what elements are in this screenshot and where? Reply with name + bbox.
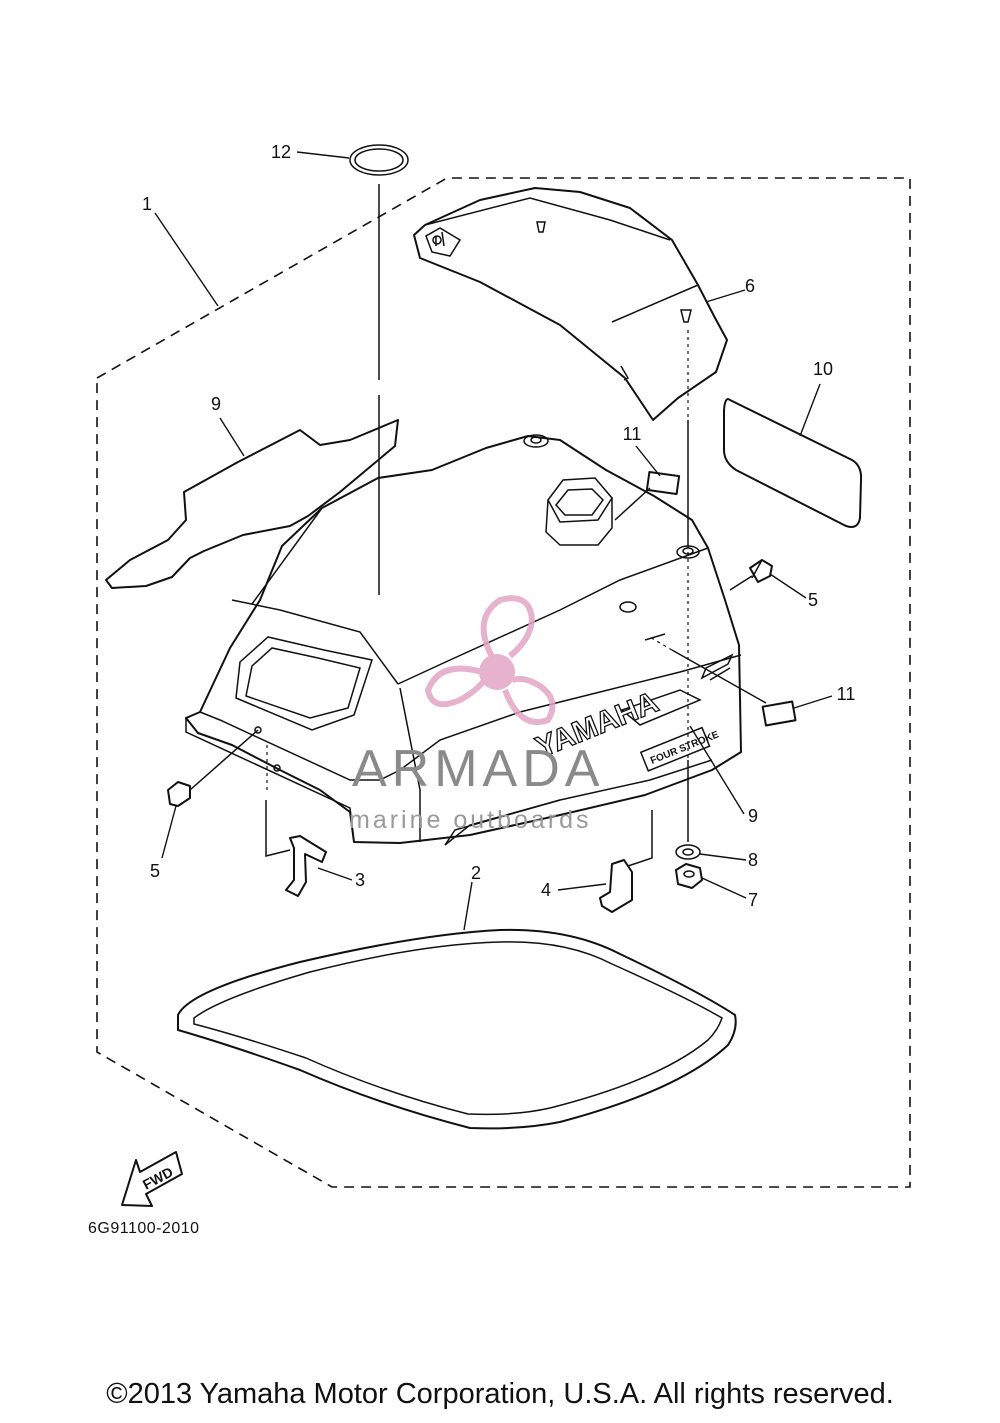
callout-3: 3	[355, 870, 365, 890]
leader-2	[463, 881, 473, 931]
assembly-line-bracket-4	[627, 810, 653, 867]
assembly-line-pad-lower-dotted	[647, 635, 673, 651]
leader-10	[799, 383, 821, 437]
watermark-sub: marine outboards	[349, 806, 592, 834]
callout-11: 11	[623, 424, 642, 444]
part-6-top-cover	[413, 187, 728, 421]
leader-8	[699, 853, 747, 861]
assembly-line-pad	[614, 487, 651, 521]
part-11-pad-upper	[645, 470, 681, 496]
assembly-line-bracket	[265, 800, 291, 857]
callout-12: 12	[271, 142, 291, 162]
part-12-seal-ring	[349, 144, 409, 176]
part-8-washer	[675, 844, 701, 860]
leader-6	[705, 289, 746, 303]
copyright-notice: ©2013 Yamaha Motor Corporation, U.S.A. A…	[106, 1378, 894, 1410]
leader-12	[296, 151, 350, 159]
callout-9: 9	[748, 806, 758, 826]
callout-5: 5	[808, 590, 818, 610]
leader-7	[701, 877, 747, 899]
leader-1	[154, 212, 219, 307]
part-2-bottom-seal	[177, 928, 737, 1130]
assembly-line-left	[189, 729, 259, 791]
part-10-decal	[723, 398, 863, 528]
diagram-code: 6G91100-2010	[88, 1220, 200, 1237]
leader-9-lower	[689, 725, 745, 815]
callout-9: 9	[211, 394, 221, 414]
assembly-line-pad-lower	[671, 649, 767, 704]
part-7-nut	[675, 863, 703, 889]
leader-11-lower	[793, 695, 833, 709]
callout-6: 6	[745, 276, 755, 296]
assembly-boundary	[96, 177, 911, 1188]
leader-9-upper	[219, 417, 245, 457]
propeller-logo-icon	[424, 595, 556, 725]
callout-2: 2	[471, 863, 481, 883]
watermark-main: ARMADA	[352, 740, 604, 798]
part-3-bracket	[285, 835, 327, 897]
callout-5: 5	[150, 861, 160, 881]
part-4-bracket	[599, 859, 633, 913]
part-11-pad-lower	[761, 700, 797, 727]
leader-4	[557, 883, 607, 891]
part-5-bolt-left	[167, 781, 191, 807]
leader-5-left	[161, 805, 177, 859]
leader-5-right	[769, 573, 807, 599]
callout-1: 1	[142, 194, 152, 214]
part-1-cowling	[185, 434, 742, 846]
part-9-upper-decal	[105, 419, 399, 589]
leader-3	[317, 867, 353, 881]
assembly-line-bolt	[729, 575, 753, 591]
callout-11: 11	[837, 684, 856, 704]
leader-11-upper	[635, 445, 661, 477]
callout-8: 8	[748, 850, 758, 870]
callout-7: 7	[748, 890, 758, 910]
callout-10: 10	[813, 359, 833, 379]
watermark: ARMADA marine outboards	[349, 595, 604, 834]
callout-4: 4	[541, 880, 551, 900]
part-5-bolt-right	[749, 559, 773, 583]
fwd-arrow: FWD	[121, 1151, 183, 1207]
